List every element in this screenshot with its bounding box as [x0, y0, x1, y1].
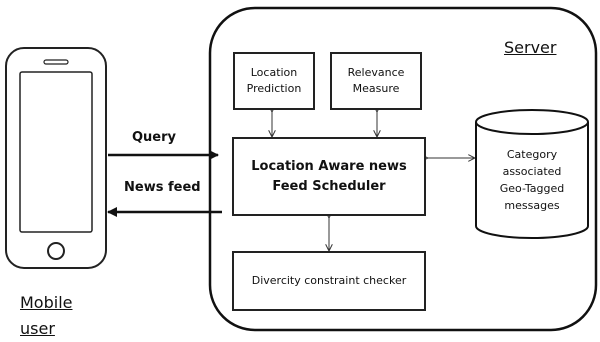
location-prediction-line2: Prediction [246, 82, 302, 95]
mobile-user-label-line1: Mobile [20, 293, 73, 312]
database-line2: associated [502, 165, 562, 178]
mobile-user-label-line2: user [20, 319, 55, 338]
database-label: Category associated Geo-Tagged messages [476, 146, 588, 214]
news-feed-label: News feed [124, 180, 201, 195]
database-line3: Geo-Tagged [499, 182, 565, 195]
relevance-measure-box: Relevance Measure [330, 52, 422, 110]
location-prediction-box: Location Prediction [233, 52, 315, 110]
server-title: Server [504, 38, 557, 57]
news-feed-scheduler-box: Location Aware news Feed Scheduler [232, 137, 426, 216]
scheduler-line2: Feed Scheduler [272, 178, 386, 194]
database-cylinder [475, 109, 589, 239]
mobile-phone-icon [5, 47, 107, 269]
database-line1: Category [506, 148, 558, 161]
location-prediction-line1: Location [250, 66, 298, 79]
diversity-checker-label: Divercity constraint checker [251, 274, 407, 287]
relevance-measure-line2: Measure [352, 82, 400, 95]
server-container [208, 6, 598, 332]
mobile-user-label: Mobile user [20, 290, 72, 342]
database-line4: messages [504, 199, 560, 212]
diversity-checker-box: Divercity constraint checker [232, 251, 426, 311]
query-label: Query [132, 130, 177, 145]
relevance-measure-line1: Relevance [347, 66, 405, 79]
scheduler-line1: Location Aware news [251, 158, 407, 174]
